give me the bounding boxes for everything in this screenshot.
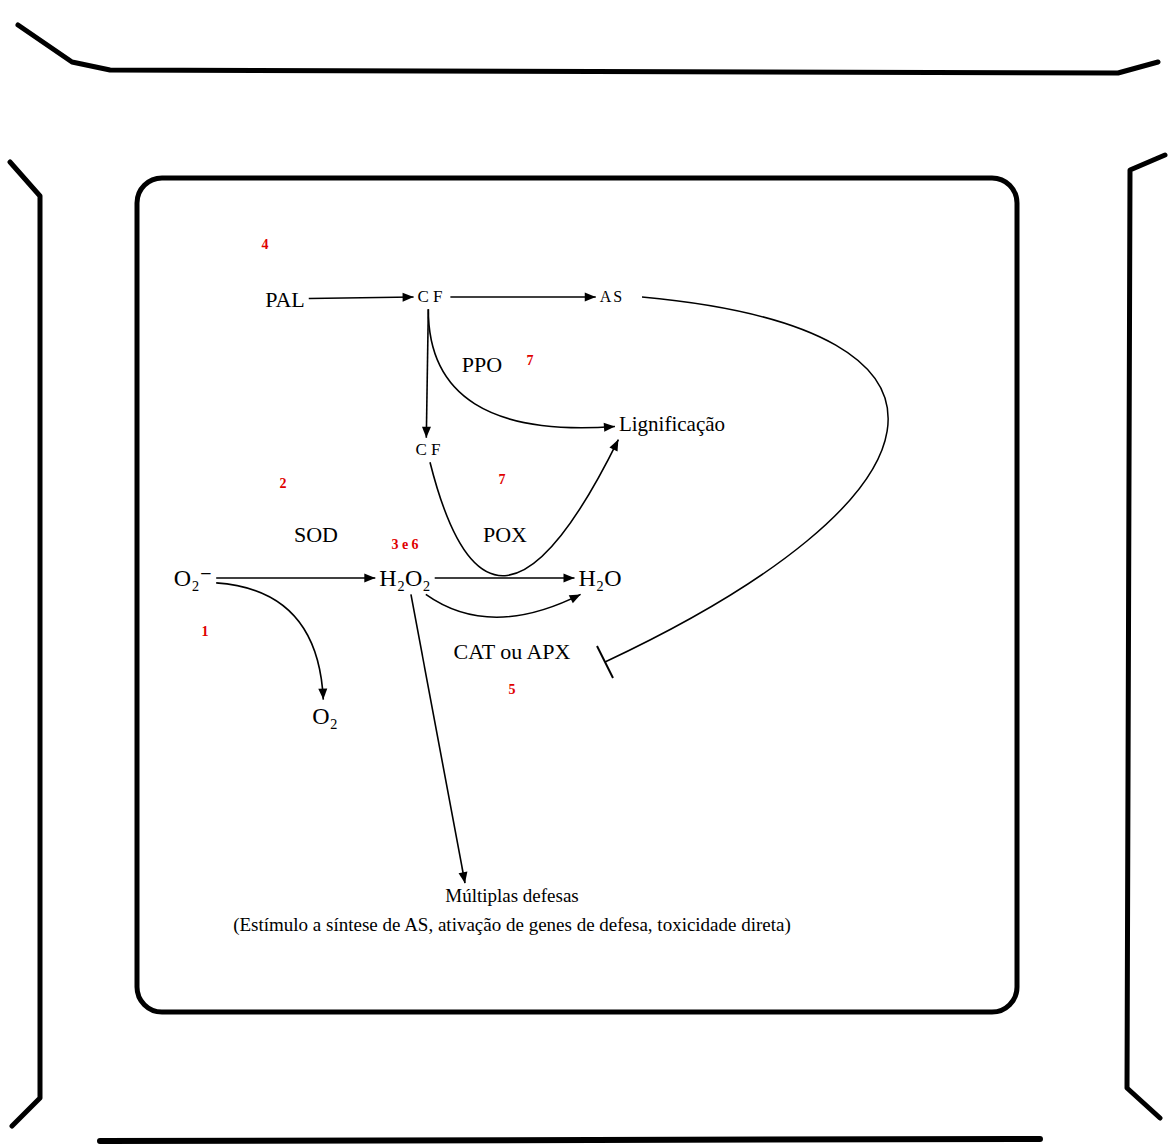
pathway-term: CF: [412, 438, 449, 462]
pathway-term: Lignificação: [615, 410, 729, 439]
arrow-line: [426, 309, 428, 438]
callout-number: 5: [509, 682, 516, 697]
pathway-term: H₂O: [574, 562, 625, 595]
pathway-term: AS: [596, 285, 628, 308]
arrow-line: [430, 440, 618, 576]
cell-outline: [137, 178, 1017, 1012]
arrow-head: [569, 594, 581, 603]
pathway-term: Múltiplas defesas (Estímulo a síntese de …: [229, 883, 795, 939]
arrow-line: [428, 309, 615, 428]
enzyme-label: POX: [482, 522, 528, 547]
pathway-term: CF: [414, 285, 451, 309]
term-text: PAL: [265, 287, 305, 313]
cell-wall: [1127, 155, 1165, 1118]
term-text: O₂⁻: [174, 564, 212, 593]
pathway-term: H₂O₂: [375, 562, 434, 595]
pathway-term: PAL: [261, 285, 309, 315]
term-text: Múltiplas defesas: [233, 885, 791, 908]
arrow-head: [604, 423, 615, 432]
arrow-head: [459, 872, 468, 884]
arrow-head: [422, 427, 431, 438]
arrow-line: [435, 577, 575, 579]
cell-wall: [18, 25, 1158, 73]
callout-number: 7: [499, 472, 506, 487]
arrow-head: [318, 688, 327, 699]
callout-number: 3 e 6: [391, 537, 418, 552]
pathway-term: O₂: [308, 700, 342, 733]
callout-number: 7: [527, 353, 534, 368]
callout-number: 1: [202, 624, 209, 639]
cell-wall: [10, 162, 40, 1126]
pathway-term: O₂⁻: [170, 562, 216, 595]
callout-number: 2: [280, 476, 287, 491]
reaction-arrow: [428, 309, 615, 432]
arrow-line: [426, 594, 581, 617]
arrow-line: [450, 296, 595, 298]
inhibition-bar: [597, 646, 613, 678]
arrow-head: [403, 293, 414, 302]
arrow-line: [411, 594, 465, 883]
term-text: H₂O: [578, 564, 621, 593]
term-text: (Estímulo a síntese de AS, ativação de g…: [233, 914, 791, 937]
arrow-head: [585, 292, 596, 301]
reaction-arrow: [426, 594, 581, 617]
arrow-line: [216, 583, 323, 700]
term-text: CF: [416, 440, 445, 460]
enzyme-label: PPO: [461, 352, 503, 377]
reaction-arrow: [435, 573, 575, 582]
reaction-arrow: [430, 440, 618, 576]
reaction-arrow: [450, 292, 595, 301]
term-text: CF: [418, 287, 447, 307]
inhibition-line: [605, 297, 888, 662]
arrow-head: [609, 440, 618, 452]
reaction-arrow: [411, 594, 467, 883]
term-text: AS: [600, 287, 624, 306]
enzyme-label: CAT ou APX: [453, 639, 572, 664]
arrow-line: [309, 297, 414, 298]
reaction-arrow: [216, 583, 327, 700]
reaction-arrow: [309, 293, 414, 302]
cell-wall: [100, 1139, 1040, 1141]
arrow-line: [216, 577, 375, 579]
enzyme-label: SOD: [293, 522, 339, 547]
term-text: H₂O₂: [379, 564, 430, 593]
arrow-head: [563, 573, 574, 582]
reaction-arrow: [216, 573, 375, 582]
term-text: Lignificação: [619, 412, 725, 437]
arrow-head: [364, 573, 375, 582]
term-text: O₂: [312, 702, 338, 731]
callout-number: 4: [262, 237, 269, 252]
